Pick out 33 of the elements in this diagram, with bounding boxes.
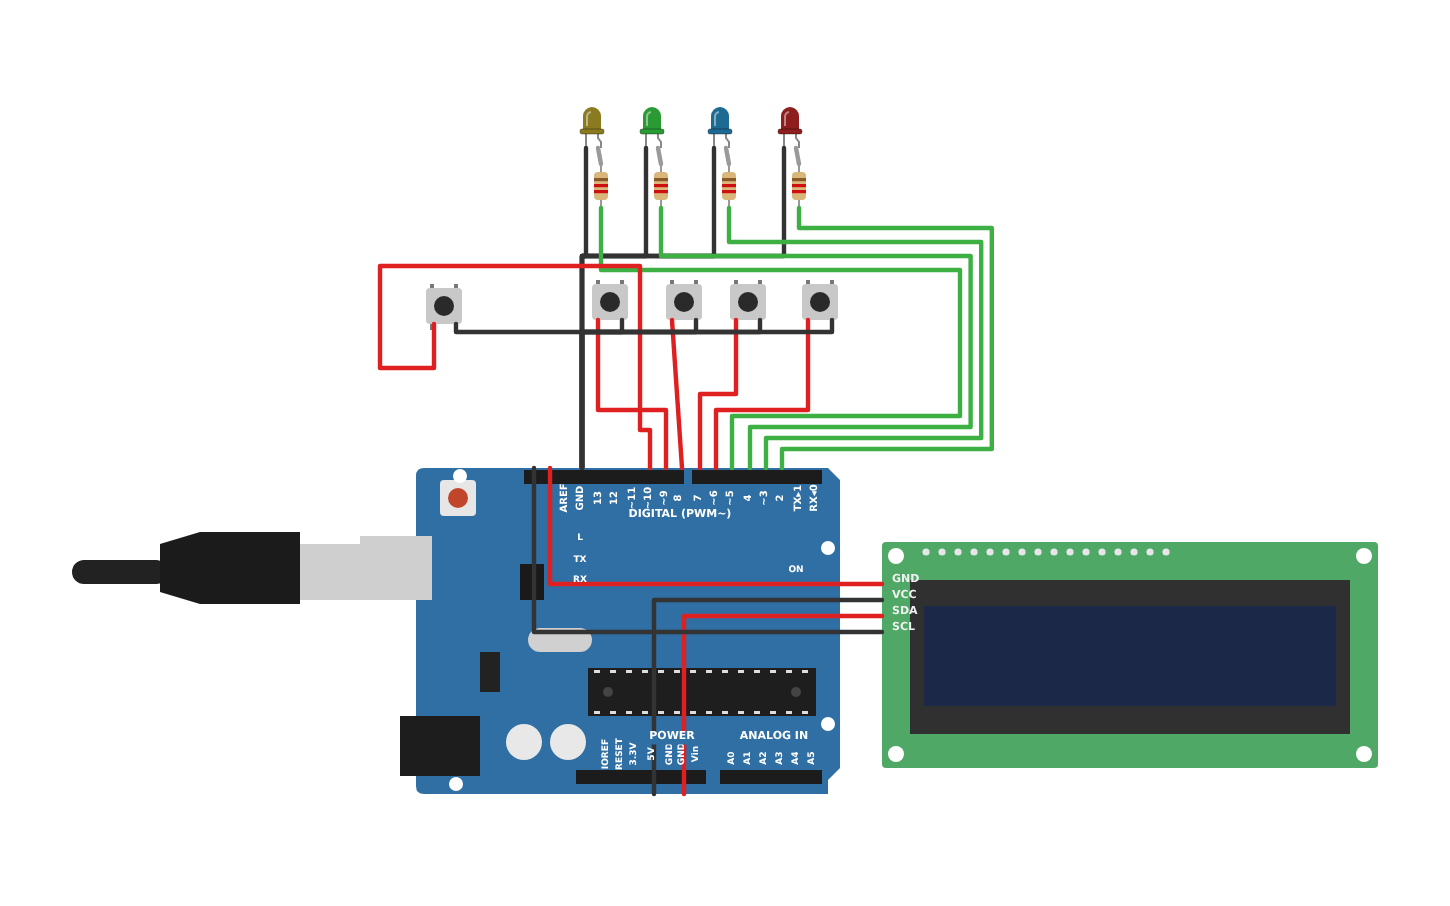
resistor [594,164,608,208]
wire [779,205,994,471]
resistor [792,164,806,208]
wire [726,205,984,471]
wire [697,317,739,471]
wire [681,613,885,797]
microcontroller-board-drawing [360,468,840,794]
push-button [426,288,462,324]
wire [793,145,802,167]
led [640,104,664,148]
wire [723,145,732,167]
wire [547,465,885,587]
wire [595,317,669,471]
wire [598,205,963,471]
wire [669,317,685,471]
push-button [592,284,628,320]
wire [713,317,811,471]
led [580,104,604,148]
wire [531,465,885,635]
push-button [666,284,702,320]
wire [658,205,973,471]
push-button [730,284,766,320]
wire [579,317,835,471]
wire [377,263,653,471]
push-button [802,284,838,320]
wire [595,145,604,167]
lcd-display [882,542,1378,768]
resistor [654,164,668,208]
wire [651,597,885,797]
resistor [722,164,736,208]
wire [655,145,664,167]
led [708,104,732,148]
led [778,104,802,148]
